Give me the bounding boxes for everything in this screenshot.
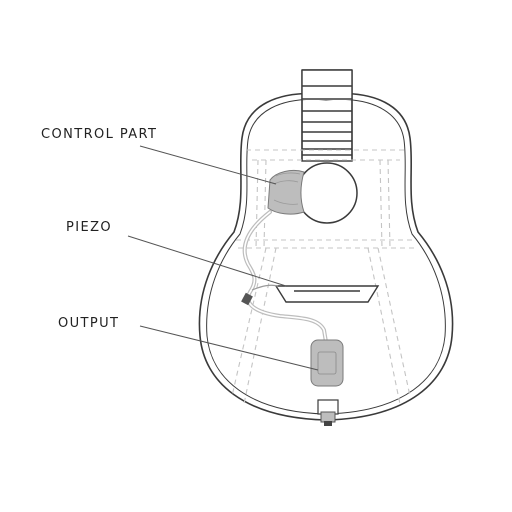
leader-piezo	[127, 235, 287, 287]
output-jack-barrel	[320, 411, 336, 423]
piezo-connector	[241, 292, 253, 306]
preamp-control-icon	[267, 169, 305, 215]
output-jack-icon	[310, 339, 344, 387]
output-module-window	[317, 351, 337, 375]
leader-lines	[127, 145, 319, 371]
preamp-ridges	[273, 172, 301, 205]
internal-bracing	[231, 149, 416, 405]
piezo-lead	[251, 284, 279, 291]
label-output: OUTPUT	[58, 316, 120, 331]
fretboard-top	[301, 69, 353, 161]
output-jack-tip	[324, 421, 332, 426]
sound-hole	[296, 162, 358, 224]
label-piezo: PIEZO	[66, 220, 113, 235]
leader-control-part	[139, 145, 277, 185]
bridge	[274, 285, 380, 303]
label-control-part: CONTROL PART	[41, 127, 158, 142]
leader-output	[139, 325, 319, 371]
